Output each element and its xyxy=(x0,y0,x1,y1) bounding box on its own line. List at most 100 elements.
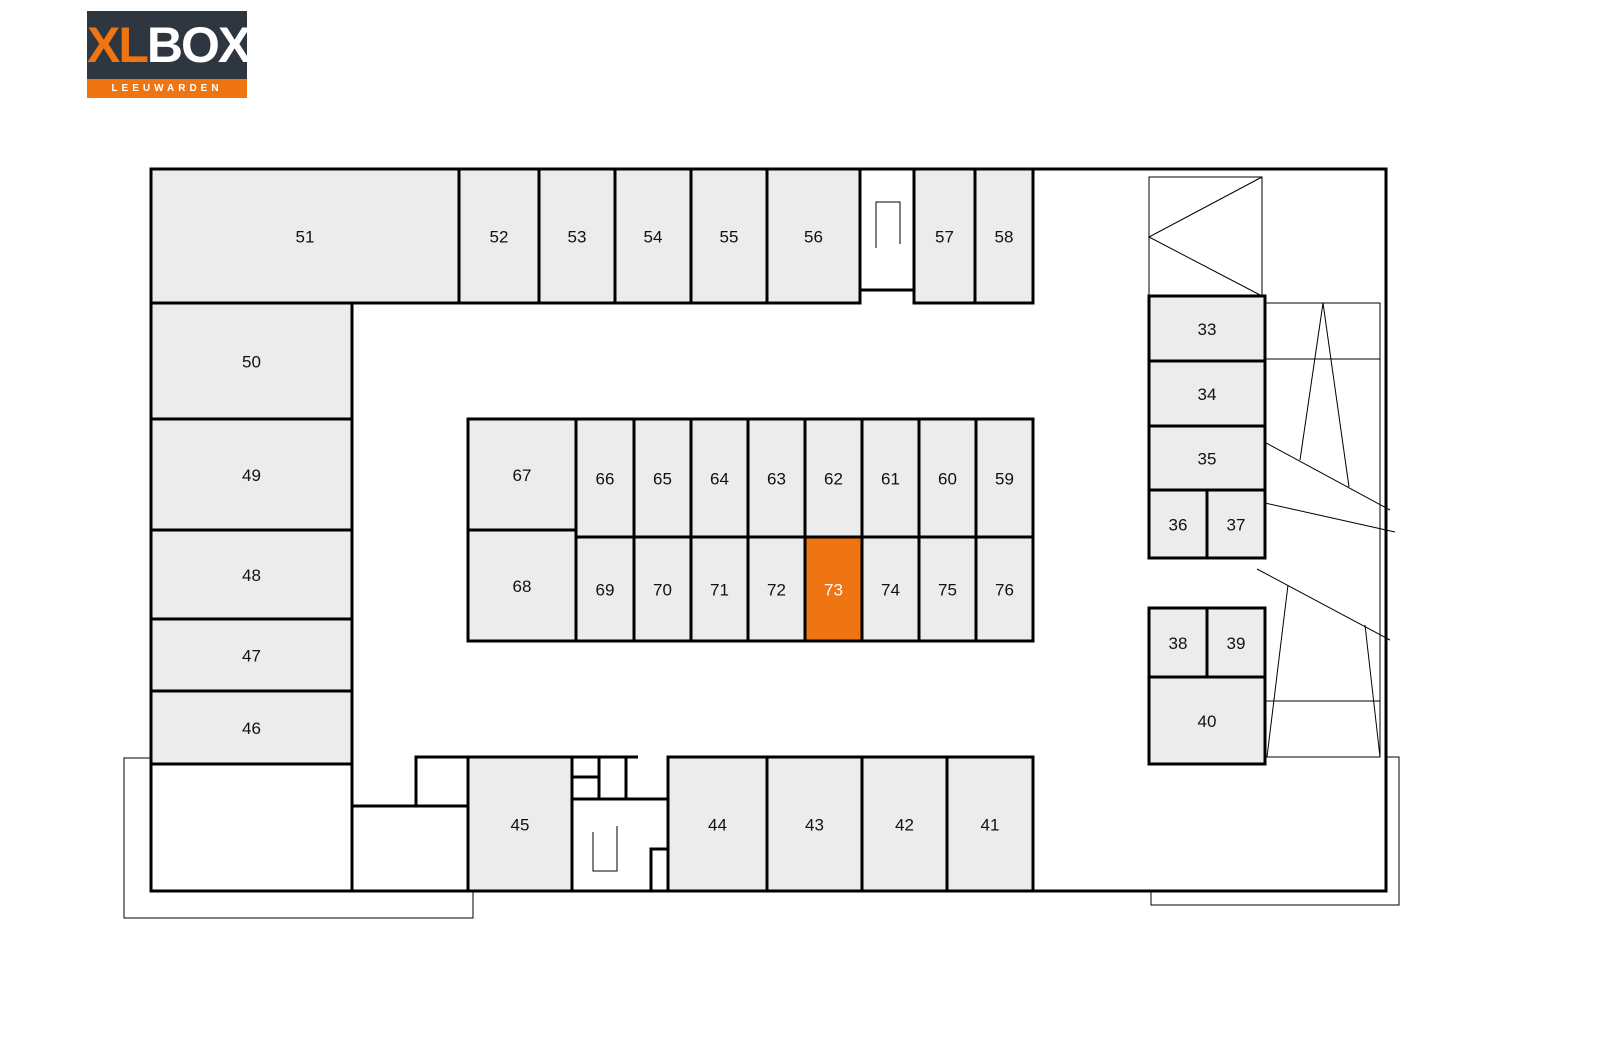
storage-unit-55[interactable]: 55 xyxy=(689,167,769,305)
storage-unit-62[interactable]: 62 xyxy=(803,417,864,539)
unit-shape[interactable] xyxy=(466,528,578,643)
storage-unit-37[interactable]: 37 xyxy=(1205,488,1267,560)
logo-city: LEEUWARDEN xyxy=(87,79,247,98)
unit-shape[interactable] xyxy=(632,417,693,539)
unit-shape[interactable] xyxy=(945,755,1035,893)
unit-shape[interactable] xyxy=(860,535,921,643)
stairwell-bottom xyxy=(570,797,670,893)
unit-shape[interactable] xyxy=(457,167,541,305)
unit-shape[interactable] xyxy=(974,535,1035,643)
logo-xl: XL xyxy=(87,17,149,73)
storage-unit-67[interactable]: 67 xyxy=(466,417,578,532)
ramp-box xyxy=(1148,176,1263,297)
unit-shape[interactable] xyxy=(917,535,978,643)
unit-shape[interactable] xyxy=(765,755,864,893)
unit-shape[interactable] xyxy=(1147,675,1267,766)
storage-unit-75[interactable]: 75 xyxy=(917,535,978,643)
unit-shape[interactable] xyxy=(466,755,574,893)
stairs-up-icon xyxy=(592,826,618,872)
storage-unit-41[interactable]: 41 xyxy=(945,755,1035,893)
unit-shape[interactable] xyxy=(974,417,1035,539)
unit-shape[interactable] xyxy=(149,301,354,421)
storage-unit-59[interactable]: 59 xyxy=(974,417,1035,539)
unit-shape[interactable] xyxy=(765,167,862,305)
unit-shape[interactable] xyxy=(1205,606,1267,679)
storage-unit-39[interactable]: 39 xyxy=(1205,606,1267,679)
unit-shape[interactable] xyxy=(912,167,977,305)
unit-shape[interactable] xyxy=(1147,488,1209,560)
unit-shape[interactable] xyxy=(466,417,578,532)
unit-shape[interactable] xyxy=(537,167,617,305)
unit-shape[interactable] xyxy=(689,535,750,643)
stairwell-top xyxy=(858,167,916,292)
storage-unit-60[interactable]: 60 xyxy=(917,417,978,539)
unit-shape[interactable] xyxy=(746,417,807,539)
unit-shape[interactable] xyxy=(149,167,461,305)
storage-unit-47[interactable]: 47 xyxy=(149,617,354,693)
unit-shape[interactable] xyxy=(689,417,750,539)
storage-unit-50[interactable]: 50 xyxy=(149,301,354,421)
storage-unit-49[interactable]: 49 xyxy=(149,417,354,532)
unit-shape[interactable] xyxy=(1205,488,1267,560)
storage-unit-58[interactable]: 58 xyxy=(973,167,1035,305)
storage-unit-74[interactable]: 74 xyxy=(860,535,921,643)
storage-unit-56[interactable]: 56 xyxy=(765,167,862,305)
unit-shape[interactable] xyxy=(149,417,354,532)
storage-unit-52[interactable]: 52 xyxy=(457,167,541,305)
unit-shape[interactable] xyxy=(1147,606,1209,679)
unit-shape[interactable] xyxy=(1147,424,1267,492)
outline-right xyxy=(1150,756,1400,906)
storage-unit-43[interactable]: 43 xyxy=(765,755,864,893)
storage-unit-48[interactable]: 48 xyxy=(149,528,354,621)
unit-shape[interactable] xyxy=(860,417,921,539)
storage-unit-35[interactable]: 35 xyxy=(1147,424,1267,492)
storage-unit-46[interactable]: 46 xyxy=(149,689,354,766)
unit-shape[interactable] xyxy=(149,528,354,621)
unit-shape[interactable] xyxy=(1147,294,1267,363)
unit-shape[interactable] xyxy=(574,417,636,539)
storage-unit-70[interactable]: 70 xyxy=(632,535,693,643)
storage-unit-34[interactable]: 34 xyxy=(1147,359,1267,428)
unit-shape[interactable] xyxy=(666,755,769,893)
storage-unit-61[interactable]: 61 xyxy=(860,417,921,539)
storage-unit-66[interactable]: 66 xyxy=(574,417,636,539)
ramp-arrow xyxy=(1147,176,1263,297)
unit-shape[interactable] xyxy=(149,617,354,693)
outline-left xyxy=(123,757,474,919)
unit-shape[interactable] xyxy=(1147,359,1267,428)
storage-unit-57[interactable]: 57 xyxy=(912,167,977,305)
storage-unit-69[interactable]: 69 xyxy=(574,535,636,643)
stairs-down-icon xyxy=(875,201,901,248)
storage-unit-73[interactable]: 73 xyxy=(803,535,864,643)
storage-unit-53[interactable]: 53 xyxy=(537,167,617,305)
storage-unit-40[interactable]: 40 xyxy=(1147,675,1267,766)
storage-unit-54[interactable]: 54 xyxy=(613,167,693,305)
unit-shape[interactable] xyxy=(973,167,1035,305)
unit-shape[interactable] xyxy=(803,535,864,643)
storage-unit-68[interactable]: 68 xyxy=(466,528,578,643)
unit-shape[interactable] xyxy=(613,167,693,305)
storage-unit-38[interactable]: 38 xyxy=(1147,606,1209,679)
unit-shape[interactable] xyxy=(689,167,769,305)
xlbox-logo: XLBOX LEEUWARDEN xyxy=(87,11,251,98)
unit-shape[interactable] xyxy=(860,755,949,893)
storage-unit-72[interactable]: 72 xyxy=(746,535,807,643)
storage-unit-45[interactable]: 45 xyxy=(466,755,574,893)
unit-shape[interactable] xyxy=(632,535,693,643)
storage-unit-65[interactable]: 65 xyxy=(632,417,693,539)
storage-unit-33[interactable]: 33 xyxy=(1147,294,1267,363)
unit-shape[interactable] xyxy=(746,535,807,643)
unit-shape[interactable] xyxy=(803,417,864,539)
unit-shape[interactable] xyxy=(917,417,978,539)
storage-unit-71[interactable]: 71 xyxy=(689,535,750,643)
storage-unit-64[interactable]: 64 xyxy=(689,417,750,539)
storage-unit-44[interactable]: 44 xyxy=(666,755,769,893)
logo-box: BOX xyxy=(146,17,251,73)
unit-shape[interactable] xyxy=(574,535,636,643)
storage-unit-63[interactable]: 63 xyxy=(746,417,807,539)
storage-unit-76[interactable]: 76 xyxy=(974,535,1035,643)
storage-unit-36[interactable]: 36 xyxy=(1147,488,1209,560)
storage-unit-42[interactable]: 42 xyxy=(860,755,949,893)
storage-unit-51[interactable]: 51 xyxy=(149,167,461,305)
unit-shape[interactable] xyxy=(149,689,354,766)
